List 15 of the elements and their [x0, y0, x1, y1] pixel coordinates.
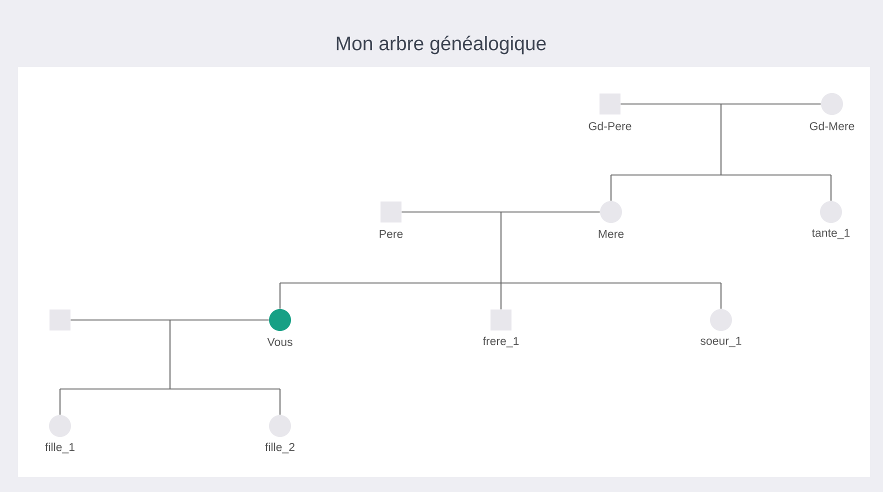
name-label: Gd-Mere — [810, 122, 854, 130]
name-label: frere_1 — [482, 336, 519, 348]
branching-line — [610, 103, 832, 201]
branching-line — [279, 211, 722, 310]
branching-line — [59, 319, 281, 415]
name-label: Gd-Pere — [588, 122, 632, 130]
name-label: Mere — [598, 230, 624, 238]
square-symbol — [50, 310, 71, 330]
name-label: tante_1 — [812, 228, 850, 240]
diagram-title: Mon arbre généalogique — [336, 36, 546, 54]
name-label: fille_2 — [265, 442, 294, 454]
name-label: Vous — [267, 338, 292, 346]
name-label: fille_1 — [45, 442, 74, 454]
name-label: Pere — [380, 230, 403, 238]
name-label: soeur_1 — [700, 336, 742, 348]
